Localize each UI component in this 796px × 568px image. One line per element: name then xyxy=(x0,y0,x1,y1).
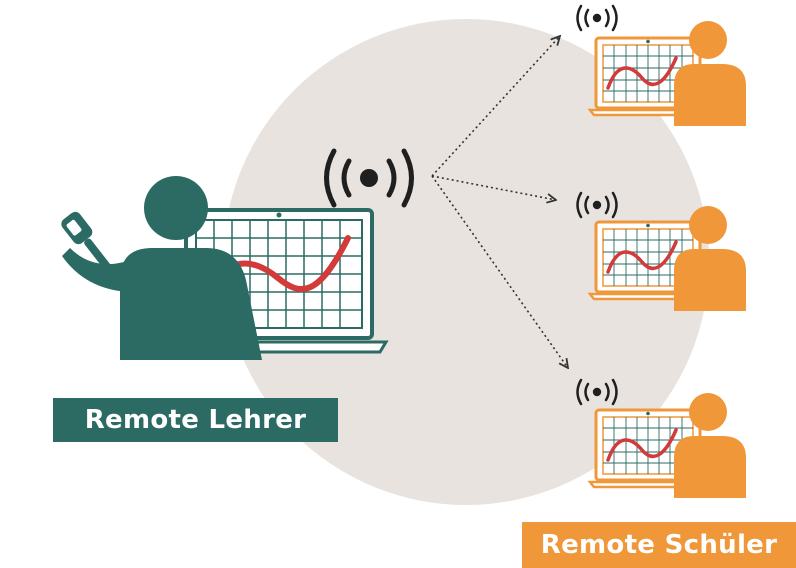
student-1 xyxy=(576,4,746,126)
broadcast-arrows xyxy=(431,36,568,368)
signal-icon xyxy=(576,4,618,32)
arrow-to-student-1 xyxy=(431,36,560,177)
student-label: Remote Schüler xyxy=(522,522,796,568)
teacher-with-microphone-icon xyxy=(61,176,262,360)
arrow-to-student-2 xyxy=(431,175,556,200)
arrow-to-student-3 xyxy=(431,175,568,368)
teacher-label: Remote Lehrer xyxy=(53,398,338,442)
broadcast-signal-icon xyxy=(324,148,414,208)
